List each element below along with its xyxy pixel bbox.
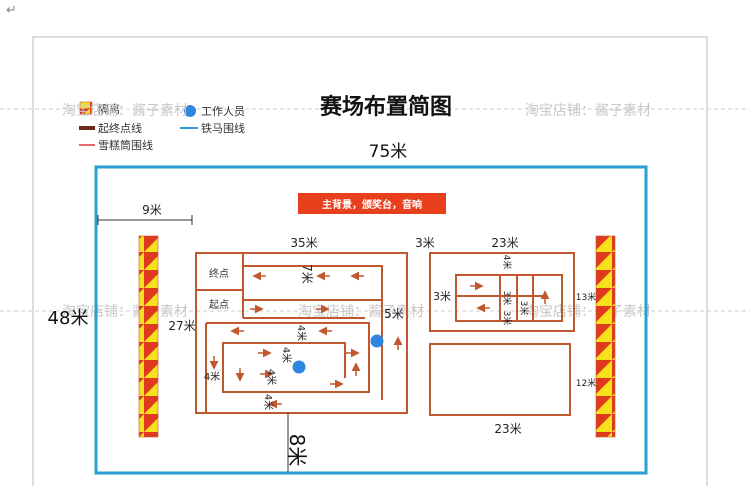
dim-lane-4: 4米 <box>204 370 220 383</box>
dim-lane-7: 7米 <box>300 264 314 284</box>
right-course-top <box>429 252 575 332</box>
legend: 隔离 工作人员 起终点线 铁马围线 雪糕筒围线 <box>79 101 245 152</box>
legend-label-cone-line: 雪糕筒围线 <box>98 138 153 152</box>
dim-lane-4: 4米 <box>501 255 513 270</box>
dim-lane-5: 5米 <box>384 307 404 321</box>
staff-marker <box>292 360 306 374</box>
barrier-left <box>138 235 159 438</box>
dim-lane-3: 3米 <box>501 311 513 326</box>
legend-label-barrier: 隔离 <box>98 102 120 116</box>
dim-lane-3: 3米 <box>501 291 513 306</box>
left-course-outline <box>195 252 408 414</box>
dim-lane-4: 4米 <box>265 369 278 385</box>
diagram-title: 赛场布置简图 <box>319 94 452 120</box>
right-course-bottom-outline <box>429 343 571 416</box>
dim-right-course-width-top: 23米 <box>491 236 518 250</box>
dim-vertical-clear: 8米 <box>285 434 309 467</box>
dim-lane-3: 3米 <box>433 290 451 303</box>
watermark-text: 淘宝店铺：酱子素材 <box>62 103 188 119</box>
dim-lane-4: 4米 <box>280 347 293 363</box>
course-lane <box>243 265 383 400</box>
stage-banner-label: 主背景，颁奖台，音响 <box>322 198 422 211</box>
dim-left-course-width: 35米 <box>290 236 317 250</box>
watermark-text: 淘宝店铺：酱子素材 <box>525 304 651 320</box>
start-line-swatch-icon <box>79 126 95 130</box>
finish-zone-label: 终点 <box>209 267 229 280</box>
direction-arrows <box>209 271 403 409</box>
dim-right-course-width-bottom: 23米 <box>494 422 521 436</box>
dim-middle-gap: 3米 <box>415 236 435 250</box>
legend-label-staff: 工作人员 <box>201 105 245 118</box>
course-lane <box>455 274 563 322</box>
stage-banner <box>298 193 446 214</box>
dim-total-width: 75米 <box>369 142 408 162</box>
course-lane <box>499 275 534 321</box>
staff-marker <box>370 334 384 348</box>
legend-label-iron-fence: 铁马围线 <box>201 121 245 135</box>
dim-side-gap: 9米 <box>142 203 162 217</box>
dim-side-13: 13米 <box>576 291 596 303</box>
dim-lane-3: 3米 <box>518 301 530 316</box>
barrier-swatch-icon <box>79 101 93 115</box>
start-zone-label: 起点 <box>209 299 229 311</box>
return-mark: ↵ <box>6 3 17 18</box>
watermark-text: 淘宝店铺：酱子素材 <box>525 103 651 119</box>
legend-label-start-line: 起终点线 <box>98 121 142 135</box>
staff-dot-icon <box>184 105 196 117</box>
left-course <box>195 252 408 414</box>
dim-left-course-height: 27米 <box>168 319 195 333</box>
dim-side-12: 12米 <box>576 377 596 389</box>
course-lane <box>206 322 370 393</box>
outer-fence-frame <box>94 165 648 475</box>
right-course-top-outline <box>429 252 575 332</box>
dim-lane-4: 4米 <box>295 325 308 341</box>
barrier-right <box>595 235 616 438</box>
dim-lane-4: 4米 <box>262 394 275 410</box>
dim-total-height: 48米 <box>48 308 89 329</box>
